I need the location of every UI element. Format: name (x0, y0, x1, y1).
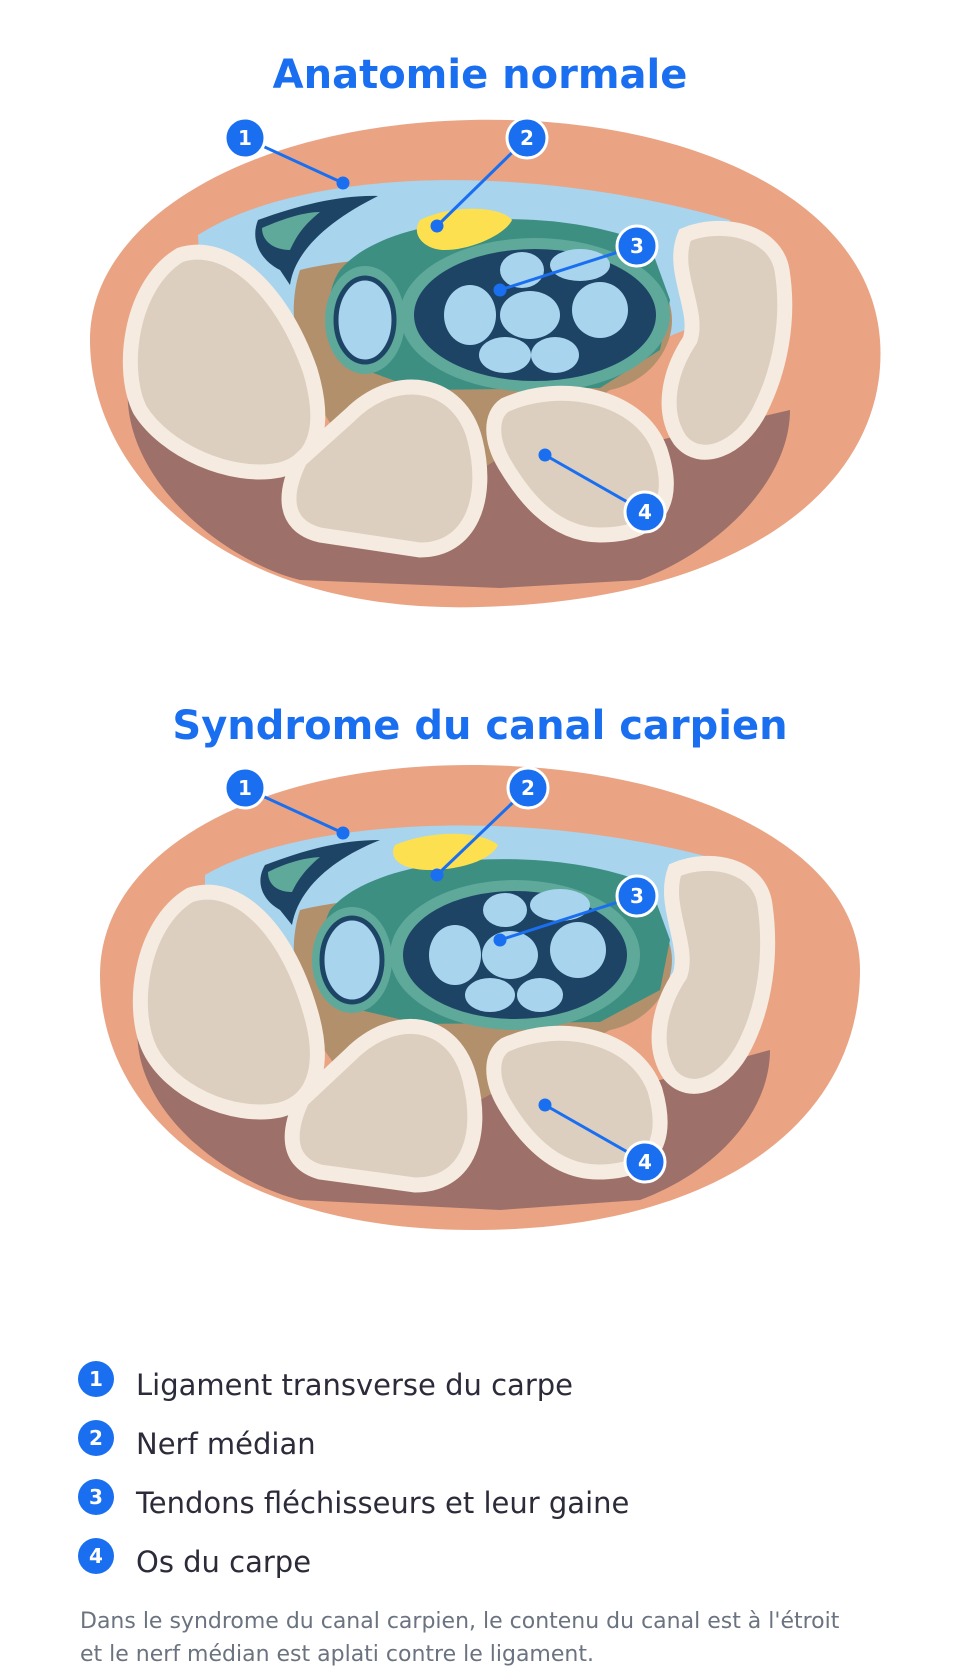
marker-3-label: 3 (630, 234, 644, 258)
marker-2-label: 2 (520, 126, 534, 150)
bone-left (122, 244, 326, 480)
legend-label: Os du carpe (136, 1544, 312, 1579)
bone-center-left (284, 1018, 483, 1193)
legend-number-badge: 3 (78, 1478, 114, 1515)
marker-2: 2 (506, 766, 550, 810)
wrist-cross-section-normal: 1 2 3 4 (90, 116, 881, 608)
hook-structure (260, 840, 380, 925)
legend-label: Nerf médian (136, 1426, 316, 1461)
marker-4-label: 4 (638, 500, 652, 524)
marker-4: 4 (623, 1140, 667, 1184)
bone-right (651, 856, 776, 1094)
explanatory-note: Dans le syndrome du canal carpien, le co… (80, 1609, 840, 1667)
legend-number-badge: 1 (78, 1360, 114, 1397)
legend-number-badge: 2 (78, 1419, 114, 1456)
hook-structure (255, 195, 378, 285)
legend-number-badge: 4 (78, 1537, 114, 1574)
anatomy-art (100, 765, 860, 1231)
marker-1-label: 1 (238, 126, 252, 150)
median-nerve (416, 208, 512, 250)
wrist-cross-section-syndrome: 1 2 3 4 (100, 765, 860, 1231)
legend-label: Ligament transverse du carpe (136, 1367, 573, 1402)
marker-2-label: 2 (521, 776, 535, 800)
legend-item: 3 Tendons fléchisseurs et leur gaine (78, 1473, 629, 1532)
bone-right (661, 221, 793, 460)
marker-1: 1 (223, 766, 267, 810)
marker-1-label: 1 (238, 776, 252, 800)
tendon-single (333, 275, 397, 365)
marker-3-label: 3 (630, 884, 644, 908)
hook-inner (262, 212, 320, 250)
panel-title-syndrome: Syndrome du canal carpien (172, 703, 788, 749)
marker-3: 3 (615, 224, 659, 268)
tendon-single (319, 915, 385, 1005)
hook-inner (268, 857, 320, 892)
legend-item: 2 Nerf médian (78, 1414, 629, 1473)
bone-center-right (486, 1025, 668, 1180)
marker-4-label: 4 (638, 1150, 652, 1174)
bone-left (132, 884, 325, 1120)
legend-item: 4 Os du carpe (78, 1532, 629, 1591)
anatomy-art (90, 119, 881, 608)
marker-2: 2 (505, 116, 549, 160)
legend-label: Tendons fléchisseurs et leur gaine (136, 1485, 630, 1520)
legend: 1 Ligament transverse du carpe 2 Nerf mé… (78, 1355, 629, 1591)
marker-4: 4 (623, 490, 667, 534)
marker-3: 3 (615, 874, 659, 918)
panel-title-normal: Anatomie normale (272, 52, 688, 98)
legend-item: 1 Ligament transverse du carpe (78, 1355, 629, 1414)
bone-center-left (281, 379, 488, 558)
marker-1: 1 (223, 116, 267, 160)
